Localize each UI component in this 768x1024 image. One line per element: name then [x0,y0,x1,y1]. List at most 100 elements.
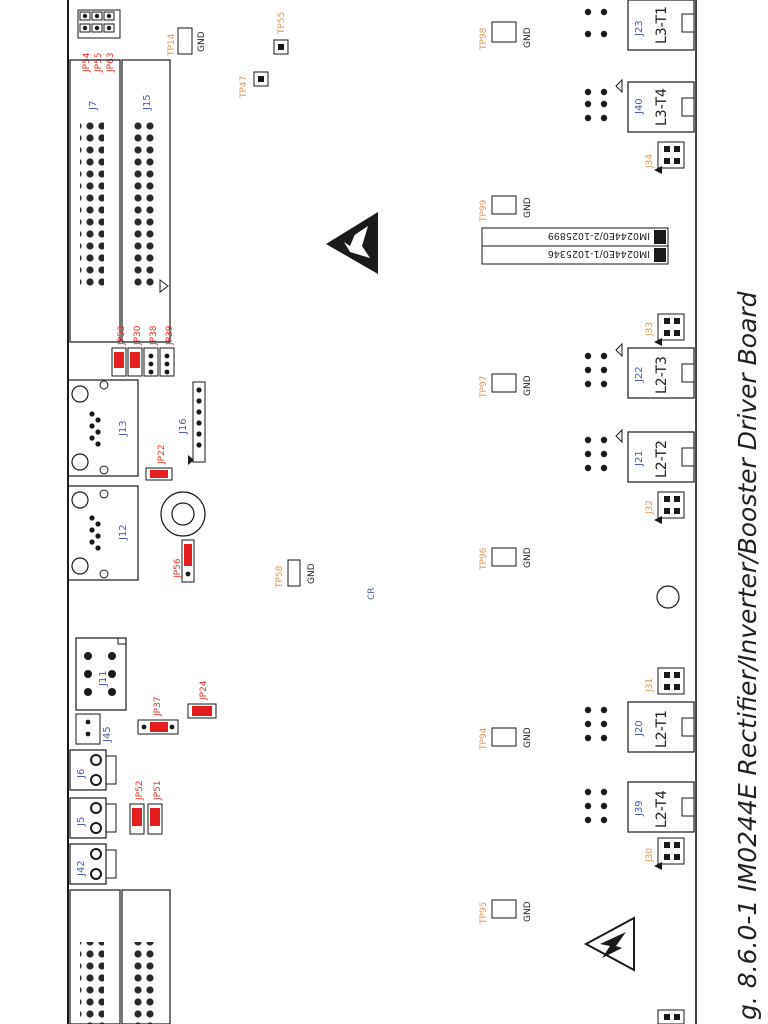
connector-j33: J33 [645,313,685,346]
testpoint-tp99: TP99 GND [479,195,533,223]
label-j13: J13 [118,420,129,437]
label-tp14: TP14 [167,33,177,57]
label-j15: J15 [142,94,153,111]
label-jp51: JP51 [153,780,163,801]
mounting-hole [160,491,206,537]
connector-j21: J21 L2-T2 [584,428,695,483]
label-tp99: TP99 [479,199,489,223]
testpoint-tp58: TP58 GND [275,559,317,589]
connector-j32: J32 [645,491,685,524]
barcode-labels: IM0244E0/2-1025899 IM0244E0/1-1025346 [481,227,669,265]
label-tp99-gnd: GND [523,197,533,218]
connector-j34: J34 [645,141,685,174]
label-tp96-gnd: GND [523,547,533,568]
testpoint-tp96: TP96 GND [479,547,533,571]
connector-j23: J23 L3-T1 [584,0,695,51]
testpoint-tp95: TP95 GND [479,899,533,925]
label-j30: J30 [645,848,655,863]
jumpers-jp52-jp51: JP52 JP51 [129,780,163,835]
testpoint-tp97: TP97 GND [479,373,533,399]
testpoint-tp47: TP47 [239,71,269,99]
connector-j16: J16 [178,381,206,465]
jumper-stack-top: JP54 JP55 JP63 [77,9,121,73]
label-jp53: JP53 [117,325,127,346]
rj-port-j13: J13 [67,379,139,477]
label-tp58-gnd: GND [307,563,317,584]
connector-j39: J39 L2-T4 [584,781,695,833]
label-l2-t3: L2-T3 [654,356,670,394]
header-j15: J15 [121,59,171,343]
connector-j42: J42 [69,843,117,885]
label-jp37: JP37 [153,696,163,717]
barcode-text-1: IM0244E0/2-1025899 [548,230,650,241]
jumper-jp22: JP22 [145,444,173,481]
connector-j5: J5 [69,797,117,839]
label-tp55: TP55 [277,12,287,35]
label-jp54: JP54 [82,52,92,73]
label-tp98: TP98 [479,27,489,51]
connector-j31: J31 [645,667,685,695]
jumper-jp37: JP37 [137,696,179,735]
connector-partial-bottom [657,1009,685,1024]
label-j42: J42 [76,860,87,877]
jumper-jp24: JP24 [187,680,217,719]
label-j45: J45 [102,726,113,743]
testpoint-tp98: TP98 GND [479,21,533,51]
label-jp30: JP30 [133,325,143,346]
testpoint-tp94: TP94 GND [479,727,533,751]
label-tp98-gnd: GND [523,27,533,48]
jumper-jp56: JP56 [173,539,195,583]
label-jp24: JP24 [199,680,209,701]
label-l2-t4: L2-T4 [654,790,670,828]
label-cr: CR [367,587,377,600]
connector-j11: J11 [75,637,127,711]
high-voltage-warning-icon [583,916,635,972]
connector-j22: J22 L2-T3 [584,342,695,399]
jumper-row-jp53-jp39: JP53 JP30 JP38 JP39 [111,325,175,377]
label-jp63: JP63 [106,52,116,73]
label-jp52: JP52 [135,780,145,801]
label-l2-t2: L2-T2 [654,440,670,478]
label-tp97-gnd: GND [523,375,533,396]
label-j23: J23 [634,20,645,37]
label-tp94: TP94 [479,727,489,751]
label-j12: J12 [118,524,129,541]
label-j20: J20 [634,720,645,737]
mounting-hole-right [656,585,680,609]
label-jp39: JP39 [165,325,175,346]
label-l3-t4: L3-T4 [654,88,670,126]
figure-caption: g. 8.6.0-1 IM0244E Rectifier/Inverter/Bo… [733,291,762,1020]
barcode-text-2: IM0244E0/1-1025346 [548,248,650,259]
label-tp95: TP95 [479,902,489,925]
header-bottom-right [121,889,171,1024]
label-l2-t1: L2-T1 [654,710,670,748]
label-j21: J21 [634,450,645,467]
label-j6: J6 [76,769,87,779]
label-tp94-gnd: GND [523,727,533,748]
esd-warning-icon [326,212,378,274]
label-j16: J16 [178,418,189,435]
label-jp55: JP55 [94,52,104,73]
label-j39: J39 [634,800,645,817]
label-tp14-gnd: GND [197,31,207,52]
label-j31: J31 [645,678,655,693]
label-j5: J5 [76,817,87,827]
label-jp22: JP22 [157,444,167,465]
connector-j40: J40 L3-T4 [584,78,695,133]
label-jp38: JP38 [149,325,159,346]
label-j22: J22 [634,366,645,383]
label-j32: J32 [645,500,655,515]
connector-j45: J45 [75,713,113,745]
testpoint-tp55: TP55 [273,12,289,55]
label-j11: J11 [98,670,109,687]
connector-j20: J20 L2-T1 [584,701,695,753]
label-jp56: JP56 [173,558,183,579]
label-j33: J33 [645,322,655,337]
label-tp58: TP58 [275,565,285,589]
rj-port-j12: J12 [67,485,139,581]
testpoint-tp14: TP14 GND [167,27,207,57]
label-l3-t1: L3-T1 [654,6,670,44]
label-j40: J40 [634,98,645,115]
header-bottom-left [69,889,121,1024]
label-tp47: TP47 [239,76,249,99]
